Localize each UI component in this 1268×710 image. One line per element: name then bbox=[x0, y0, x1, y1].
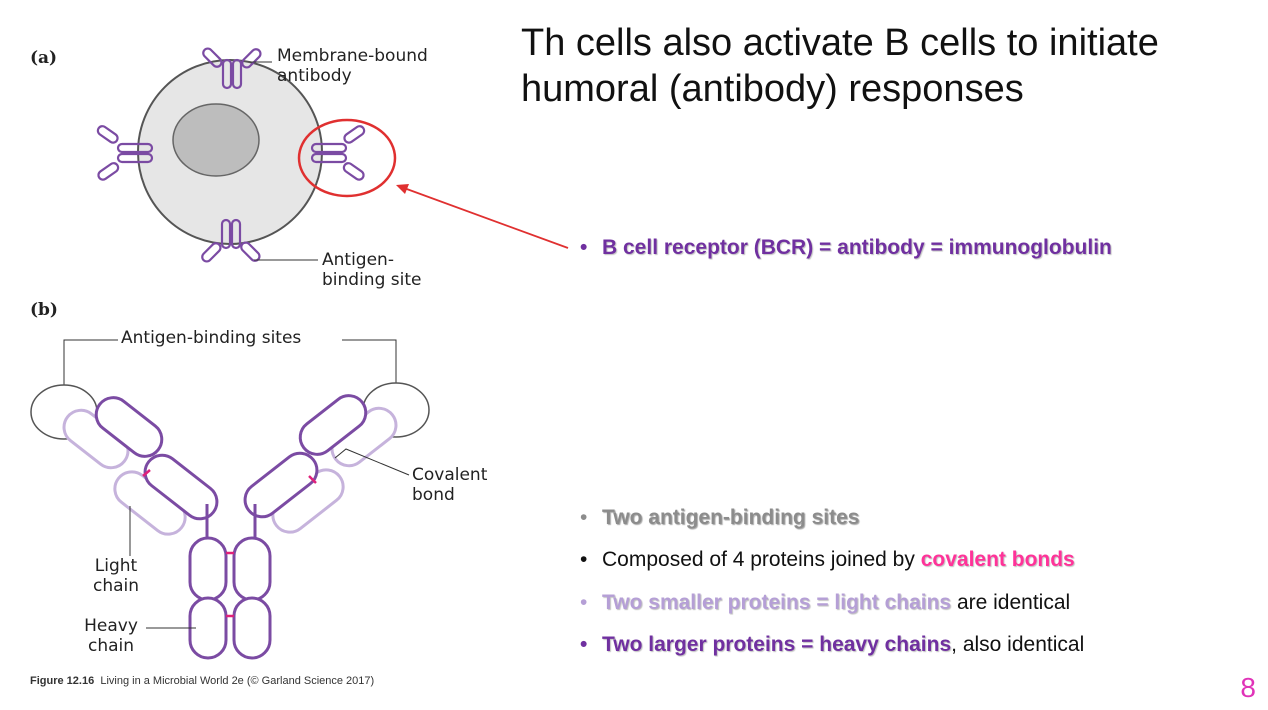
antigen-binding-site-label: Antigen- binding site bbox=[322, 250, 422, 290]
highlight-arrow bbox=[403, 187, 569, 249]
membrane-antibody-right bbox=[310, 125, 366, 181]
bullet-binding-sites: •Two antigen-binding sites bbox=[580, 506, 860, 529]
heavy-chain-stem bbox=[188, 536, 272, 660]
antigen-binding-sites-label: Antigen-binding sites bbox=[121, 328, 302, 348]
bullet-heavy-chains: •Two larger proteins = heavy chains, als… bbox=[580, 633, 1085, 656]
heavy-chains-text: Two larger proteins = heavy chains bbox=[602, 633, 952, 656]
bcr-text: B cell receptor (BCR) = antibody = immun… bbox=[602, 236, 1112, 259]
figure-caption: Figure 12.16 Living in a Microbial World… bbox=[30, 675, 374, 687]
heavy-chain-label: Heavy chain bbox=[84, 616, 138, 656]
composed-text: Composed of 4 proteins joined by bbox=[602, 548, 921, 571]
highlight-circle bbox=[297, 118, 397, 198]
caption-figure-number: Figure 12.16 bbox=[30, 675, 95, 687]
covalent-bond-label: Covalent bond bbox=[412, 465, 488, 505]
covalent-bonds bbox=[142, 469, 317, 618]
caption-source: Living in a Microbial World 2e (© Garlan… bbox=[100, 675, 375, 687]
membrane-bound-antibody-label: Membrane-bound antibody bbox=[277, 46, 428, 86]
heavy-chains-suffix: , also identical bbox=[951, 633, 1085, 656]
antibody-structure bbox=[30, 339, 430, 660]
light-chain-left bbox=[62, 408, 187, 536]
panel-b-label: (b) bbox=[30, 300, 58, 320]
nucleus bbox=[172, 103, 260, 177]
slide-number: 8 bbox=[1240, 672, 1256, 703]
bullet-composed: •Composed of 4 proteins joined by covale… bbox=[580, 548, 1075, 571]
bullet-bcr: •B cell receptor (BCR) = antibody = immu… bbox=[580, 236, 1112, 259]
light-chains-text: Two smaller proteins = light chains bbox=[602, 591, 952, 614]
membrane-antibody-left bbox=[96, 125, 154, 181]
heavy-chain-arm-left bbox=[94, 396, 219, 521]
slide-title: Th cells also activate B cells to initia… bbox=[521, 22, 1159, 110]
light-chain-label: Light chain bbox=[92, 556, 140, 596]
panel-a-label: (a) bbox=[30, 48, 58, 68]
binding-sites-text: Two antigen-binding sites bbox=[602, 506, 860, 529]
b-cell-diagram bbox=[96, 47, 569, 263]
bullet-light-chains: •Two smaller proteins = light chains are… bbox=[580, 591, 1071, 614]
heavy-chain-arm-right bbox=[243, 394, 368, 519]
membrane-antibody-bottom bbox=[201, 218, 261, 263]
light-chains-suffix: are identical bbox=[951, 591, 1071, 614]
covalent-bonds-text: covalent bonds bbox=[920, 548, 1075, 571]
